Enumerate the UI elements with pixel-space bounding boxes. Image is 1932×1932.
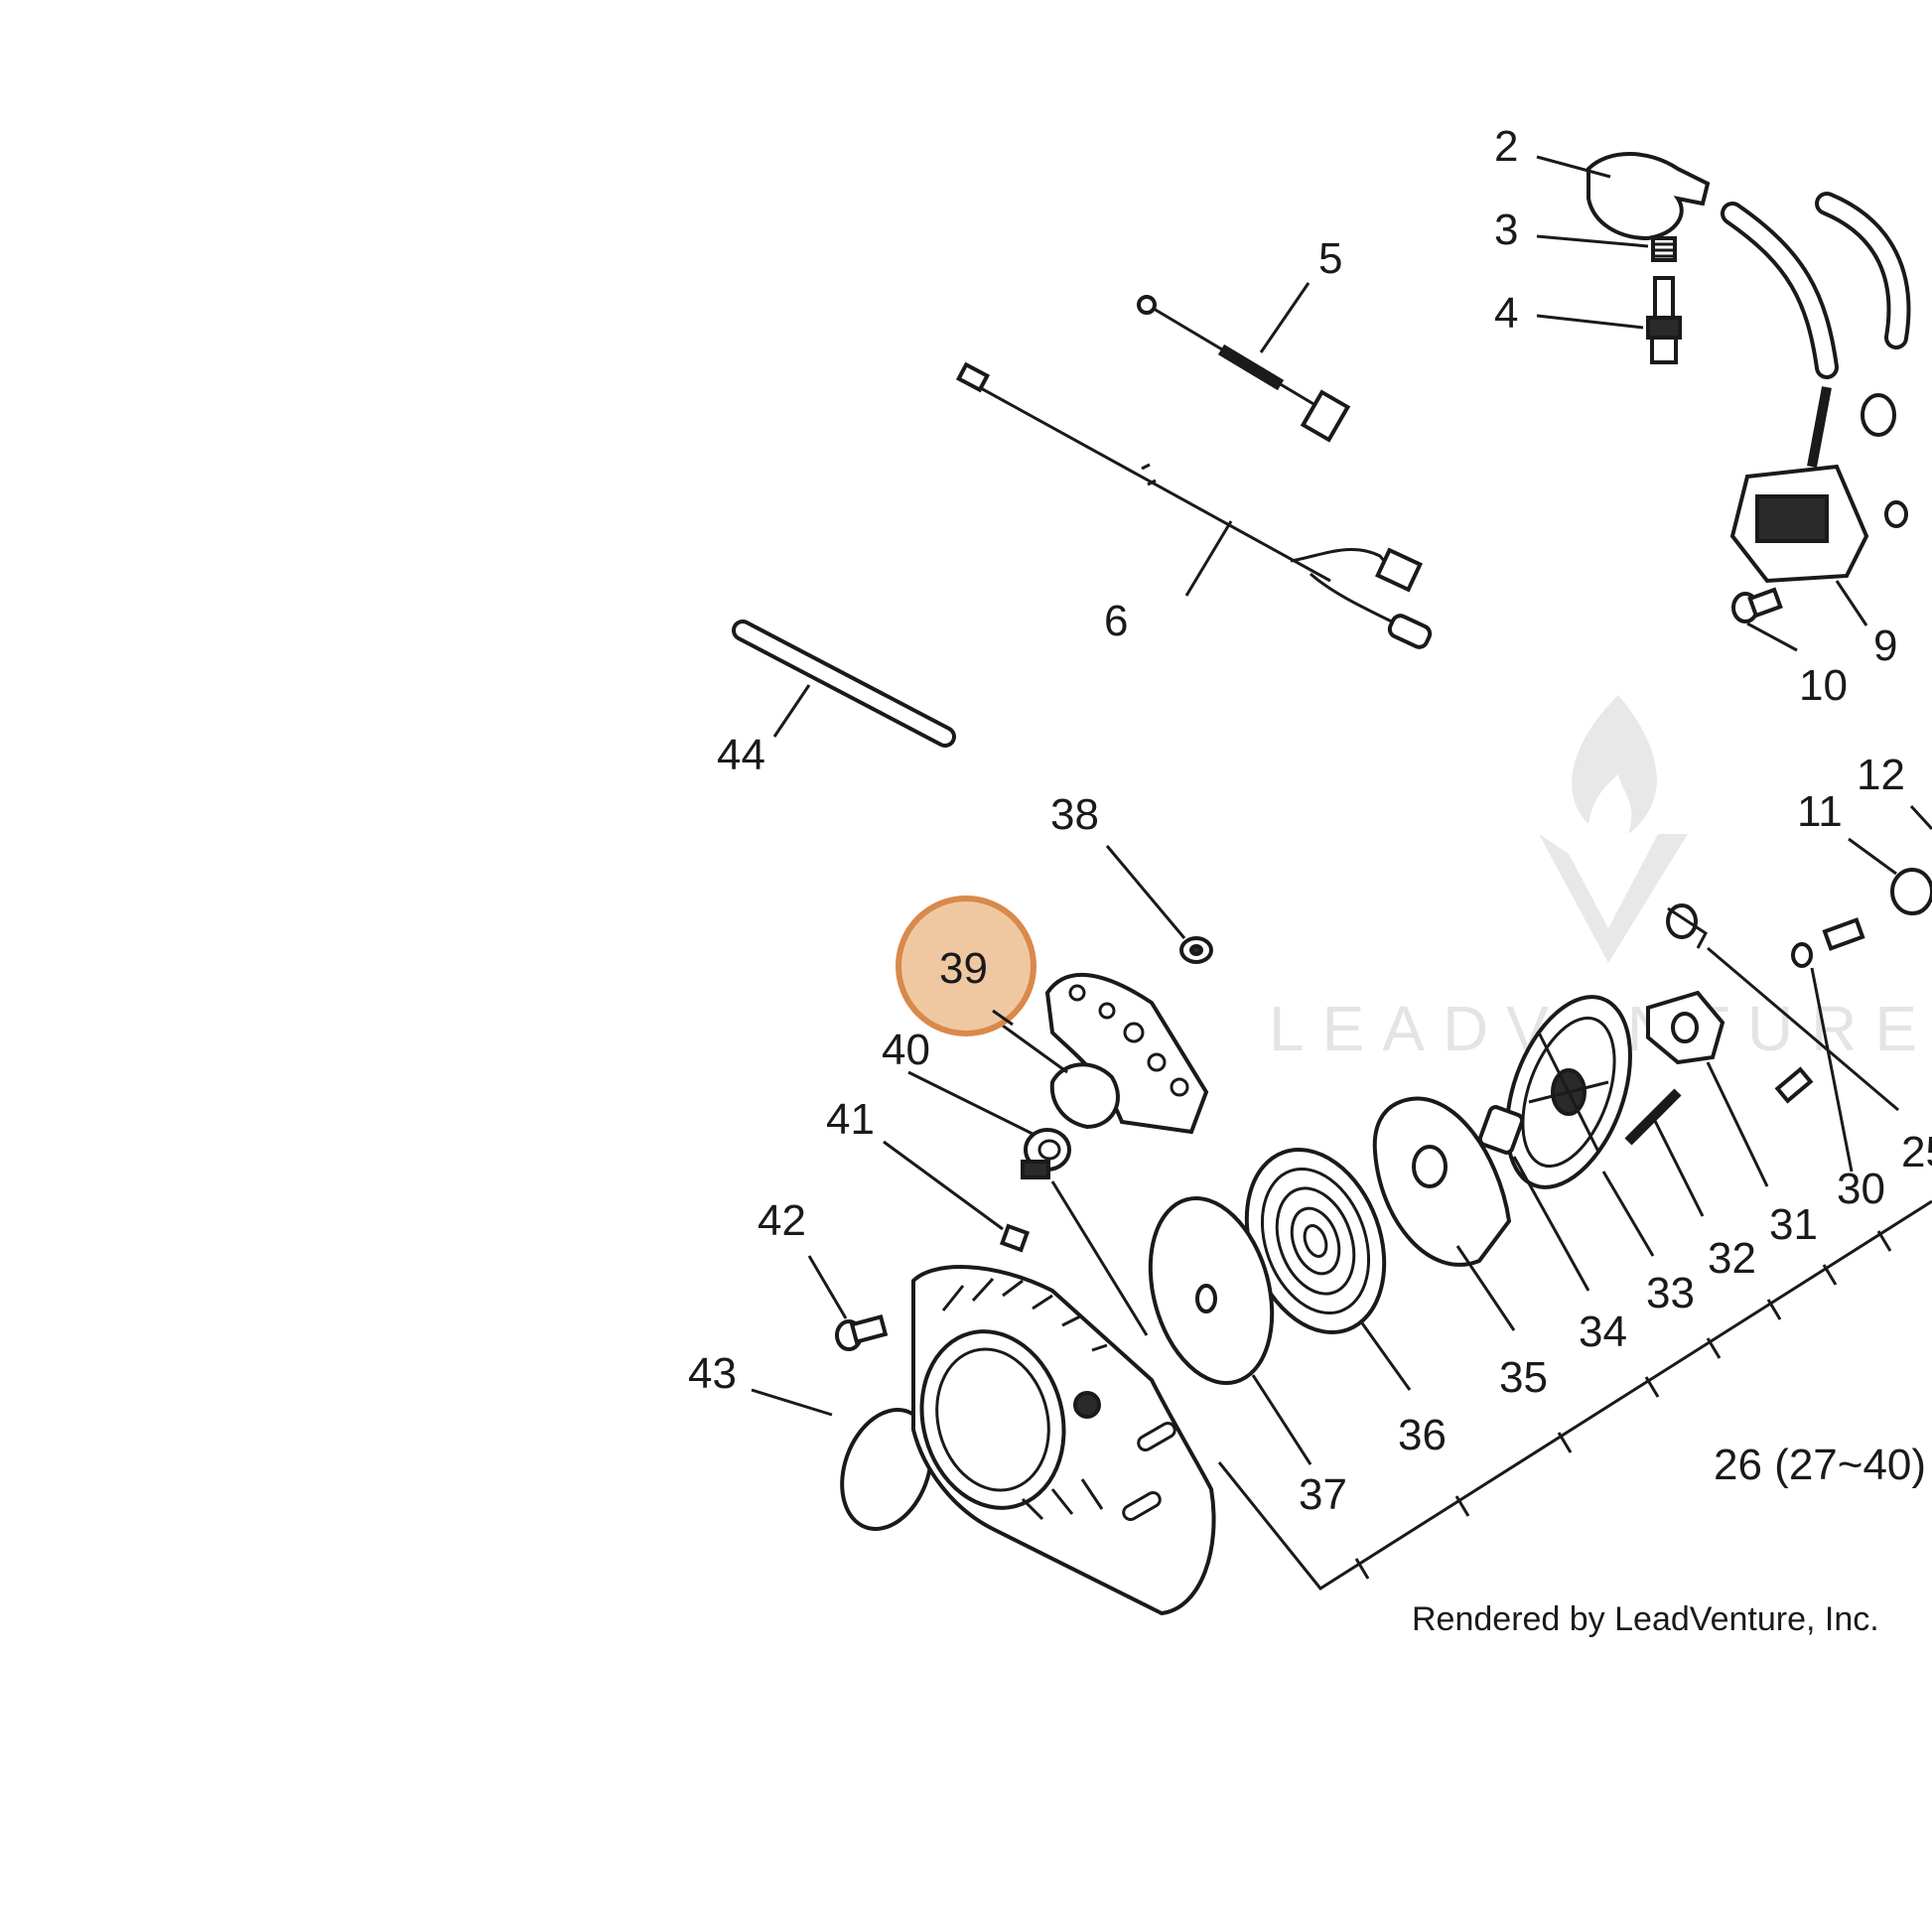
part-37-disk[interactable] (1131, 1184, 1291, 1397)
callout-2[interactable]: 2 (1494, 122, 1518, 171)
highlighted-callout-39[interactable]: 39 (896, 896, 1036, 1036)
callout-26[interactable]: 26 (27~40) (1714, 1441, 1926, 1489)
part-42-bolt[interactable] (835, 1313, 889, 1351)
part-38-washer[interactable] (1179, 936, 1213, 964)
callout-36[interactable]: 36 (1398, 1411, 1447, 1459)
callout-39[interactable]: 39 (939, 944, 988, 993)
callout-37[interactable]: 37 (1299, 1470, 1347, 1519)
callout-6[interactable]: 6 (1104, 597, 1128, 645)
part-3-spring[interactable] (1651, 236, 1677, 262)
callout-9[interactable]: 9 (1873, 621, 1897, 670)
part-9-ignition-coil[interactable] (1729, 464, 1869, 584)
callout-30[interactable]: 30 (1837, 1165, 1885, 1213)
callout-43[interactable]: 43 (688, 1349, 737, 1398)
part-43-cover-disk[interactable] (826, 1397, 946, 1541)
callout-10[interactable]: 10 (1799, 661, 1848, 710)
callout-35[interactable]: 35 (1499, 1353, 1548, 1402)
highlight-circle[interactable] (896, 896, 1036, 1036)
callout-12[interactable]: 12 (1857, 751, 1905, 799)
part-39-starter-handle[interactable] (1044, 972, 1209, 1135)
v-logo-icon (1539, 834, 1688, 963)
part-11-nut[interactable] (1890, 868, 1932, 915)
callout-33[interactable]: 33 (1646, 1269, 1695, 1317)
part-35-plate[interactable] (1372, 1096, 1512, 1267)
callout-41[interactable]: 41 (826, 1095, 875, 1144)
recoil-starter-housing[interactable] (902, 1265, 1216, 1616)
callout-34[interactable]: 34 (1579, 1308, 1627, 1356)
leader-lines (751, 155, 1932, 1465)
part-31-plate[interactable] (1646, 990, 1725, 1065)
part-30-bolt[interactable] (1774, 917, 1865, 1104)
part-6-wire-harness[interactable] (955, 361, 1433, 649)
callout-32[interactable]: 32 (1708, 1234, 1756, 1283)
credit-text: Rendered by LeadVenture, Inc. (1412, 1600, 1879, 1638)
flame-logo-icon (1572, 695, 1657, 834)
part-33-pulley[interactable] (1483, 980, 1654, 1204)
callout-38[interactable]: 38 (1050, 790, 1099, 839)
part-34-bushing[interactable] (1477, 1105, 1525, 1155)
callout-3[interactable]: 3 (1494, 206, 1518, 254)
part-40-grommet[interactable] (1021, 1128, 1071, 1179)
assembly-bracket-26 (1050, 1180, 1932, 1590)
part-5-cable[interactable] (1137, 295, 1351, 443)
callout-labels: 2 3 4 5 6 9 10 11 12 25 30 31 32 33 34 3… (688, 122, 1932, 1519)
callout-4[interactable]: 4 (1494, 289, 1518, 338)
part-44-rod[interactable] (732, 620, 956, 748)
callout-25[interactable]: 25 (1901, 1128, 1932, 1176)
callout-40[interactable]: 40 (882, 1026, 930, 1074)
fuel-hose (1721, 192, 1911, 468)
part-2-plug-boot[interactable] (1587, 152, 1711, 241)
part-41-bushing[interactable] (999, 1223, 1031, 1253)
part-25-bracket[interactable] (1666, 903, 1708, 949)
callout-42[interactable]: 42 (758, 1196, 806, 1245)
part-10-bolt[interactable] (1731, 587, 1783, 623)
callout-44[interactable]: 44 (717, 731, 765, 779)
callout-11[interactable]: 11 (1797, 787, 1843, 836)
part-4-spark-plug[interactable] (1646, 276, 1682, 364)
callout-31[interactable]: 31 (1769, 1200, 1818, 1249)
callout-5[interactable]: 5 (1318, 234, 1342, 283)
